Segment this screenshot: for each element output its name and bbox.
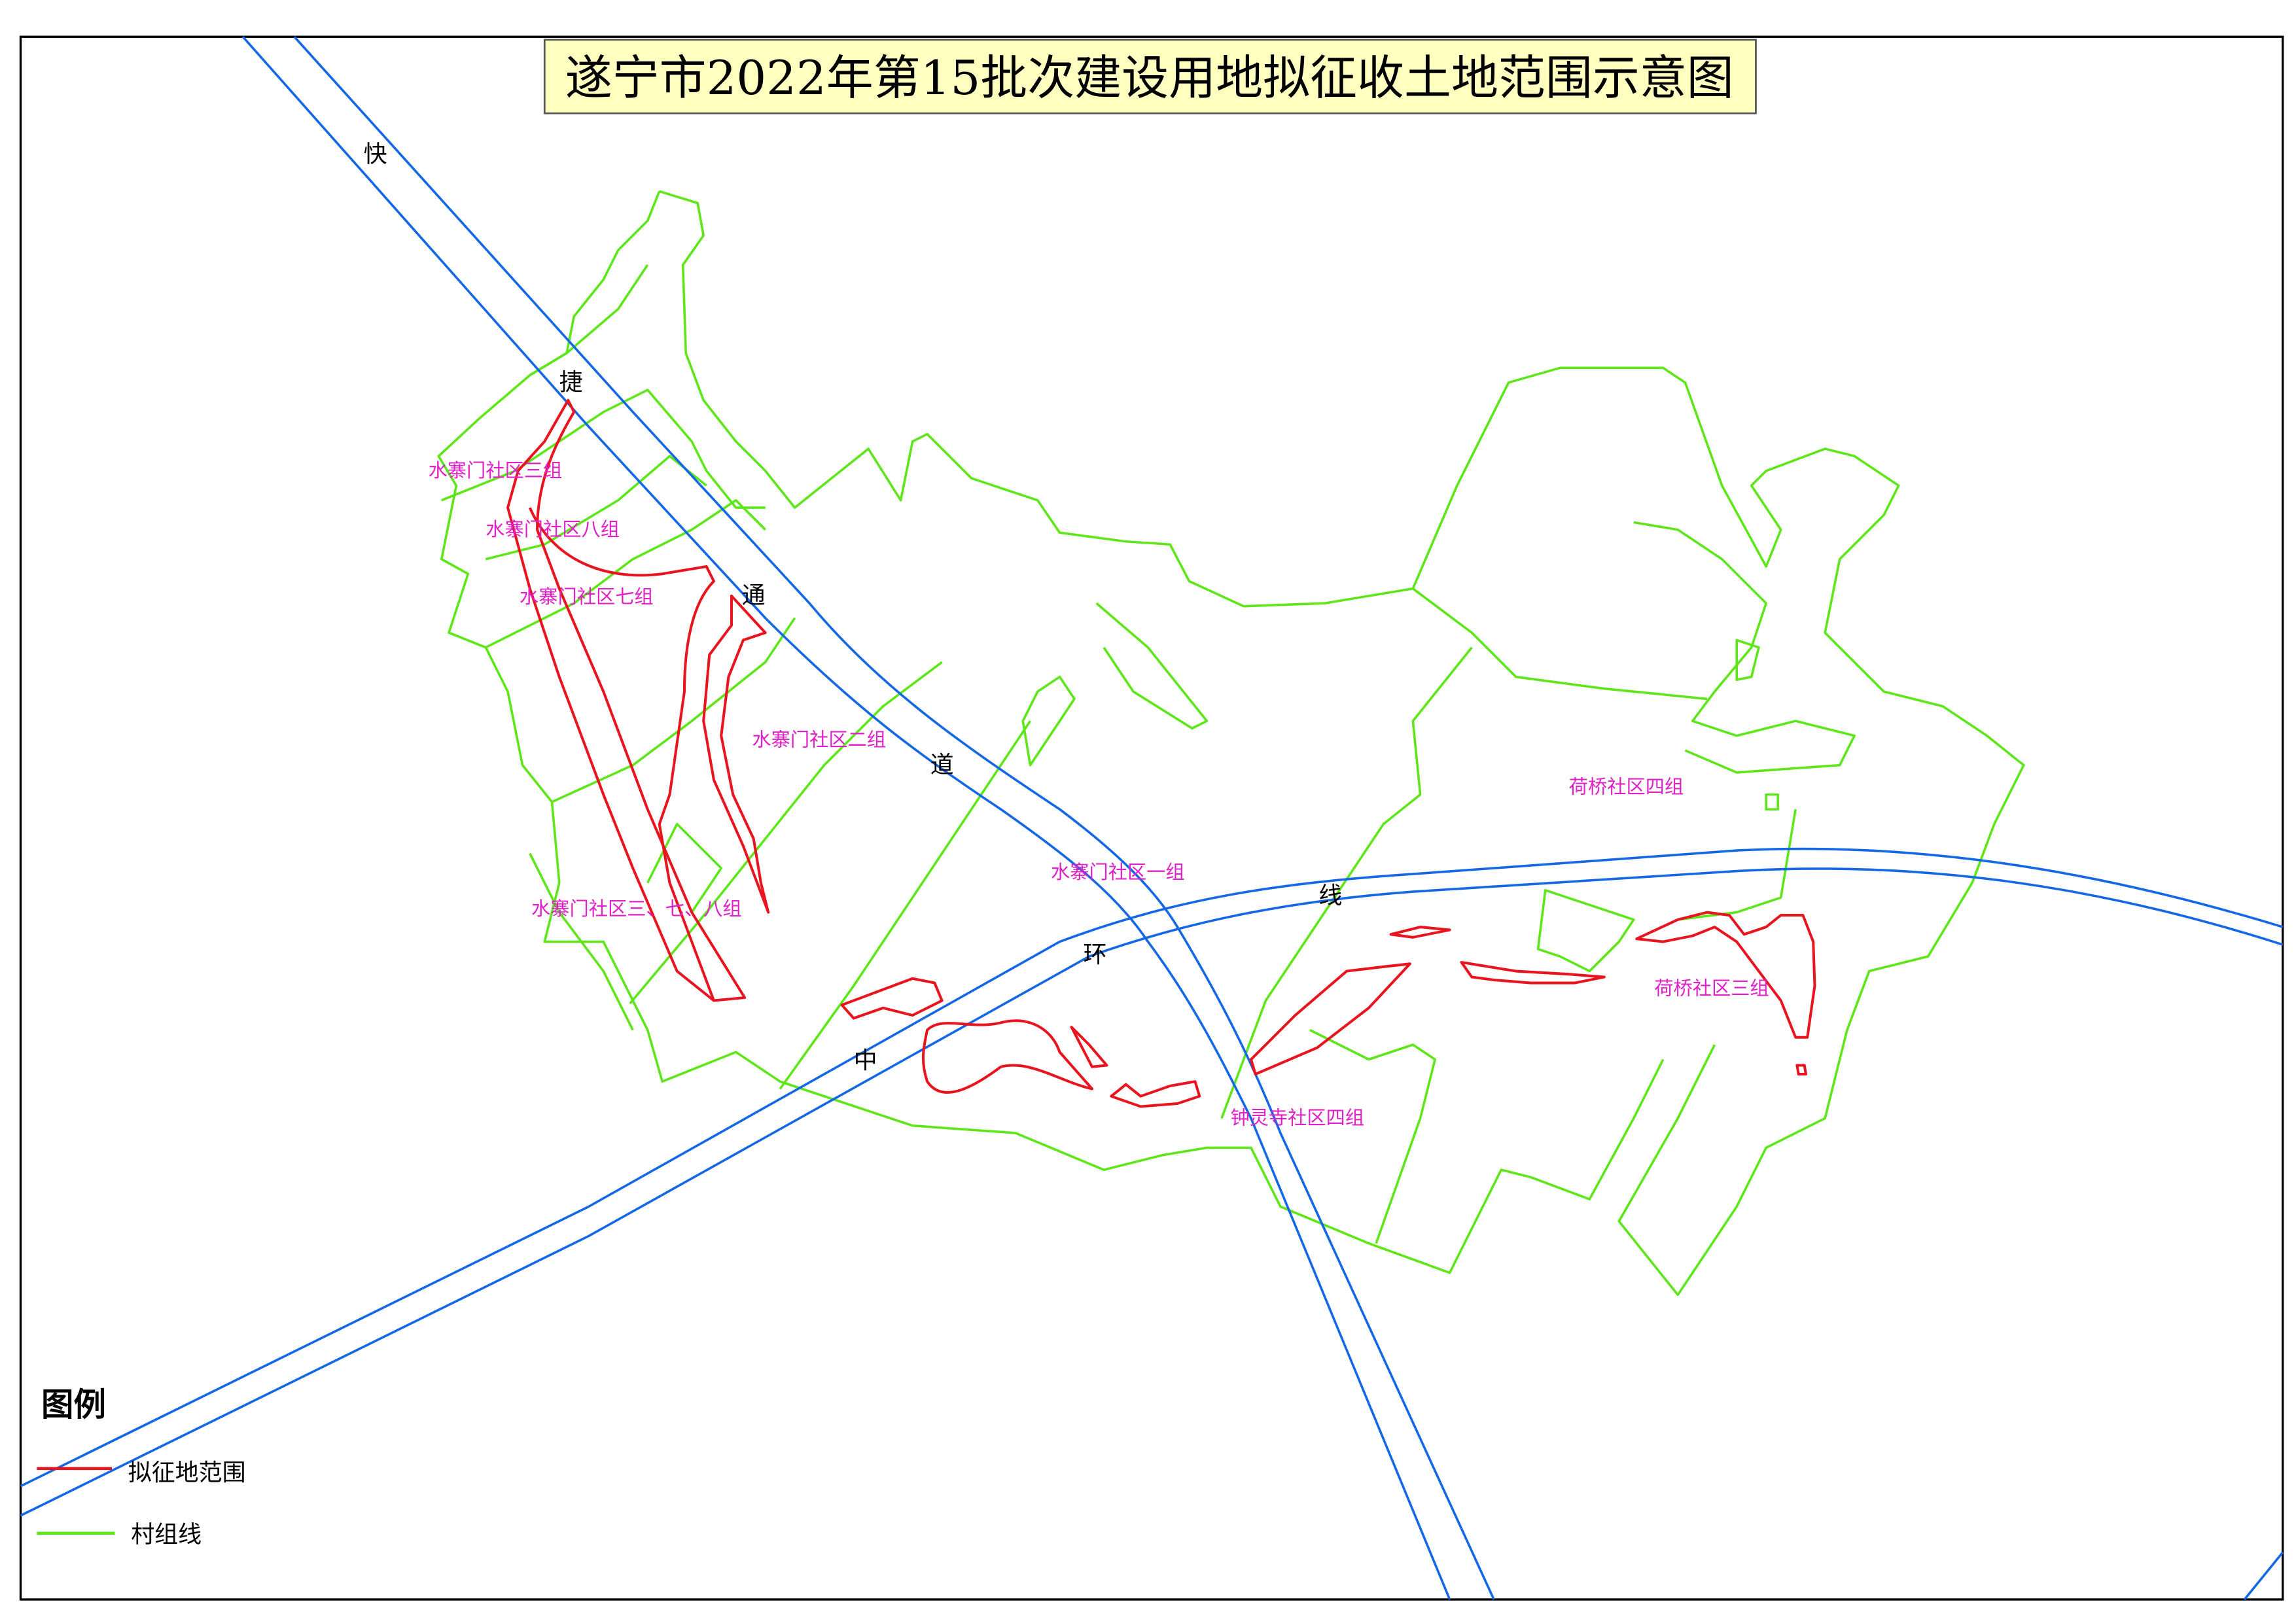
expressway-line-b [293, 36, 1495, 1600]
expropriation-area [840, 977, 944, 1020]
expropriation-area [1635, 911, 1816, 1039]
area-labels: 水寨门社区三组 水寨门社区八组 水寨门社区七组 水寨门社区二组 水寨门社区三、七… [429, 459, 1769, 1129]
legend-title: 图例 [41, 1386, 106, 1423]
road-label: 线 [1318, 882, 1342, 909]
area-label: 水寨门社区一组 [1051, 861, 1185, 883]
road-label: 中 [854, 1047, 877, 1074]
roads [20, 36, 2284, 1601]
expropriation-area [528, 507, 715, 1002]
village-boundary-bar [1021, 675, 1076, 767]
village-boundary-south-1 [1309, 1028, 1436, 1244]
title-text: 遂宁市2022年第15批次建设用地拟征收土地范围示意图 [565, 50, 1734, 105]
area-label: 荷桥社区四组 [1569, 775, 1684, 797]
area-label: 水寨门社区二组 [752, 728, 886, 750]
road-label: 捷 [559, 369, 583, 396]
expropriation-area [702, 594, 770, 914]
road-label: 环 [1084, 941, 1107, 968]
road-labels: 快 捷 通 道 中 环 线 [364, 141, 1343, 1074]
area-label: 水寨门社区八组 [486, 518, 620, 540]
village-boundary-diagonal [779, 720, 1032, 1090]
expressway-line-a [241, 36, 1451, 1600]
village-boundary-inner-5 [551, 617, 796, 803]
area-label: 水寨门社区三、七、八组 [531, 898, 742, 920]
expropriation-area [921, 1019, 1094, 1094]
expropriation-areas [506, 398, 1816, 1108]
village-boundary-inner-7 [529, 852, 634, 1031]
ring-road-line-b [20, 867, 2284, 1517]
expropriation-area [1249, 962, 1411, 1076]
expropriation-area [1460, 961, 1606, 985]
village-boundary-spur [1095, 602, 1209, 730]
village-boundaries [437, 190, 2025, 1297]
expropriation-area [1110, 1080, 1201, 1108]
area-label: 水寨门社区三组 [429, 459, 563, 481]
village-boundary-inner-4 [485, 498, 766, 649]
village-boundary-south-3 [1678, 809, 1797, 921]
village-boundary-inner-1 [529, 264, 649, 377]
legend: 图例 拟征地范围 村组线 [37, 1386, 246, 1548]
area-label: 荷桥社区三组 [1654, 977, 1769, 1000]
village-boundary-west-edge [437, 190, 1665, 1274]
village-boundary-inner-2 [441, 389, 766, 509]
village-boundary-west [659, 190, 1708, 701]
legend-label: 村组线 [131, 1521, 202, 1548]
area-label: 水寨门社区七组 [520, 585, 654, 608]
map-frame [19, 35, 2284, 1601]
village-boundary-east-loop [1633, 521, 1856, 774]
road-label: 通 [742, 582, 766, 609]
road-label: 道 [930, 752, 954, 778]
expropriation-area [1070, 1026, 1108, 1068]
expropriation-area [1795, 1064, 1807, 1076]
expropriation-area [506, 398, 747, 1002]
legend-label: 拟征地范围 [128, 1459, 246, 1486]
village-boundary-south-2 [1536, 889, 1635, 973]
village-boundary-middle [1220, 646, 1473, 1119]
village-boundary-small-2 [1735, 638, 1760, 681]
road-label: 快 [364, 141, 387, 167]
road-corner [2243, 1551, 2284, 1601]
expropriation-area [1389, 926, 1451, 939]
village-boundary-small [1765, 793, 1780, 811]
map-title: 遂宁市2022年第15批次建设用地拟征收土地范围示意图 [543, 39, 1757, 114]
village-boundary-inner-8 [646, 822, 722, 913]
village-boundary-inner-6 [629, 661, 943, 1005]
village-boundary-north-east [1411, 366, 2025, 1297]
area-label: 钟灵寺社区四组 [1230, 1106, 1364, 1128]
ring-road-line-a [20, 847, 2284, 1488]
